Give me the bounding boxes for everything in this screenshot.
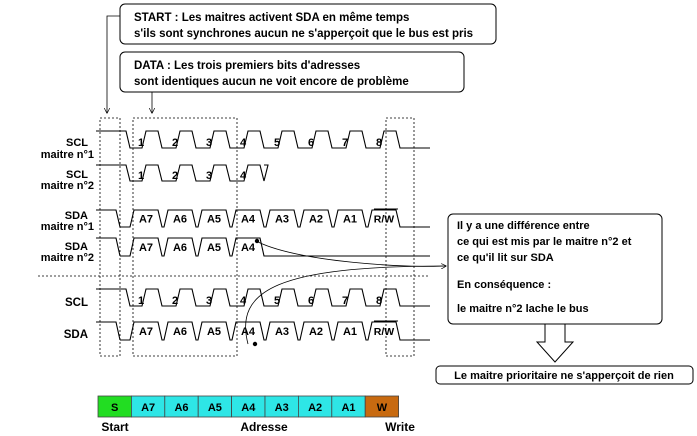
data-bit-label: R/W bbox=[374, 326, 395, 338]
row-4-signal: SDA bbox=[65, 241, 88, 253]
data-bit-label: A4 bbox=[241, 326, 256, 338]
bus-read-arrow bbox=[245, 265, 447, 345]
data-start-edge bbox=[96, 321, 121, 341]
mismatch-point bbox=[254, 238, 260, 244]
clock-pulse-label: 5 bbox=[274, 137, 280, 149]
data-bit-label: A6 bbox=[173, 242, 187, 254]
rw-region bbox=[385, 117, 415, 357]
frame-caption-address: Adresse bbox=[240, 420, 288, 434]
clock-pulse-label: 3 bbox=[206, 295, 212, 307]
data-waveform bbox=[120, 209, 430, 228]
clock-pulse-label: 4 bbox=[240, 295, 247, 307]
data-bit-label: A7 bbox=[139, 214, 153, 226]
data-bit-label: A5 bbox=[207, 214, 221, 226]
data-bit-label: A2 bbox=[309, 326, 323, 338]
data-note-line-1: DATA : Les trois premiers bits d'adresse… bbox=[134, 60, 360, 72]
clock-waveform bbox=[96, 164, 269, 182]
row-6-signal: SDA bbox=[64, 329, 88, 341]
data-bit-label: A7 bbox=[139, 326, 153, 338]
frame-cell-label: A6 bbox=[174, 402, 188, 414]
row-5-signal: SCL bbox=[65, 297, 88, 309]
clock-pulse-label: 3 bbox=[206, 137, 212, 149]
clock-pulse-label: 6 bbox=[308, 137, 314, 149]
clock-pulse-label: 1 bbox=[138, 170, 144, 182]
data-bit-label: A5 bbox=[207, 326, 221, 338]
data-bit-label: A7 bbox=[139, 242, 153, 254]
row-2-master: maitre n°2 bbox=[41, 180, 94, 192]
data-waveform bbox=[120, 321, 430, 341]
bus-read-point bbox=[252, 341, 258, 347]
mismatch-arrow bbox=[257, 241, 446, 266]
frame-cell-label: A7 bbox=[141, 402, 155, 414]
clock-pulse-label: 8 bbox=[376, 137, 382, 149]
data-start-edge bbox=[96, 209, 121, 228]
difference-line-1: Il y a une différence entre bbox=[457, 220, 590, 232]
frame-cell-label: W bbox=[377, 402, 388, 414]
release-label: le maitre n°2 lache le bus bbox=[457, 303, 589, 315]
row-1-signal: SCL bbox=[66, 137, 88, 149]
data-note-box bbox=[119, 51, 465, 93]
data-bit-label: A6 bbox=[173, 326, 187, 338]
start-guide-arrow bbox=[107, 15, 120, 113]
data-bit-label: A4 bbox=[241, 242, 256, 254]
clock-waveform bbox=[96, 288, 430, 307]
clock-pulse-label: 6 bbox=[308, 295, 314, 307]
data-waveform bbox=[120, 237, 430, 257]
priority-note-box bbox=[435, 365, 694, 385]
clock-pulse-label: 7 bbox=[342, 137, 348, 149]
frame-cell-label: A2 bbox=[308, 402, 322, 414]
data-bit-label: R/W bbox=[374, 214, 395, 226]
clock-pulse-label: 2 bbox=[172, 295, 178, 307]
data-bit-label: A6 bbox=[173, 214, 187, 226]
data-start-edge bbox=[96, 237, 121, 257]
start-note-line-2: s'ils sont synchrones aucun ne s'apperço… bbox=[134, 28, 473, 40]
start-note-line-1: START : Les maitres activent SDA en même… bbox=[134, 12, 409, 24]
start-note-box bbox=[119, 3, 497, 45]
row-4-master: maitre n°2 bbox=[41, 252, 94, 264]
data-bit-label: A3 bbox=[275, 326, 289, 338]
data-bit-label: A3 bbox=[275, 214, 289, 226]
frame-cell bbox=[364, 395, 400, 418]
clock-pulse-label: 2 bbox=[172, 137, 178, 149]
clock-pulse-label: 4 bbox=[240, 137, 247, 149]
frame-caption-start: Start bbox=[101, 420, 128, 434]
frame-cell-label: A5 bbox=[208, 402, 222, 414]
row-1-master: maitre n°1 bbox=[41, 149, 94, 161]
clock-pulse-label: 3 bbox=[206, 170, 212, 182]
frame-cell-label: S bbox=[111, 402, 118, 414]
row-3-master: maitre n°1 bbox=[41, 221, 94, 233]
row-3-signal: SDA bbox=[65, 210, 88, 222]
consequence-label: En conséquence : bbox=[457, 279, 551, 291]
frame-bar: S A7 A6 A5 A4 A3 A2 A1 W bbox=[97, 395, 400, 418]
frame-cell-label: A1 bbox=[341, 402, 355, 414]
data-region bbox=[132, 117, 238, 357]
clock-pulse-label: 1 bbox=[138, 295, 144, 307]
data-bit-label: A2 bbox=[309, 214, 323, 226]
difference-line-2: ce qui est mis par le maitre n°2 et bbox=[457, 236, 632, 248]
difference-line-3: ce qu'il lit sur SDA bbox=[457, 252, 554, 264]
frame-caption-write: Write bbox=[385, 420, 415, 434]
data-note-line-2: sont identiques aucun ne voit encore de … bbox=[134, 76, 409, 88]
frame-cell-label: A3 bbox=[275, 402, 289, 414]
clock-pulse-label: 1 bbox=[138, 137, 144, 149]
data-bit-label: A1 bbox=[343, 214, 357, 226]
data-bit-label: A4 bbox=[241, 214, 256, 226]
start-region bbox=[99, 117, 121, 357]
clock-pulse-label: 7 bbox=[342, 295, 348, 307]
data-bit-label: A5 bbox=[207, 242, 221, 254]
clock-pulse-label: 4 bbox=[240, 170, 247, 182]
clock-pulse-label: 5 bbox=[274, 295, 280, 307]
clock-pulse-label: 8 bbox=[376, 295, 382, 307]
clock-pulse-label: 2 bbox=[172, 170, 178, 182]
data-bit-label: A1 bbox=[343, 326, 357, 338]
clock-waveform bbox=[96, 130, 430, 149]
frame-cell-label: A4 bbox=[241, 402, 256, 414]
priority-note: Le maitre prioritaire ne s'apperçoit de … bbox=[454, 370, 674, 382]
row-2-signal: SCL bbox=[66, 169, 88, 181]
block-arrow bbox=[535, 323, 575, 363]
row-labels: SCL maitre n°1 SCL maitre n°2 SDA maitre… bbox=[41, 137, 94, 341]
